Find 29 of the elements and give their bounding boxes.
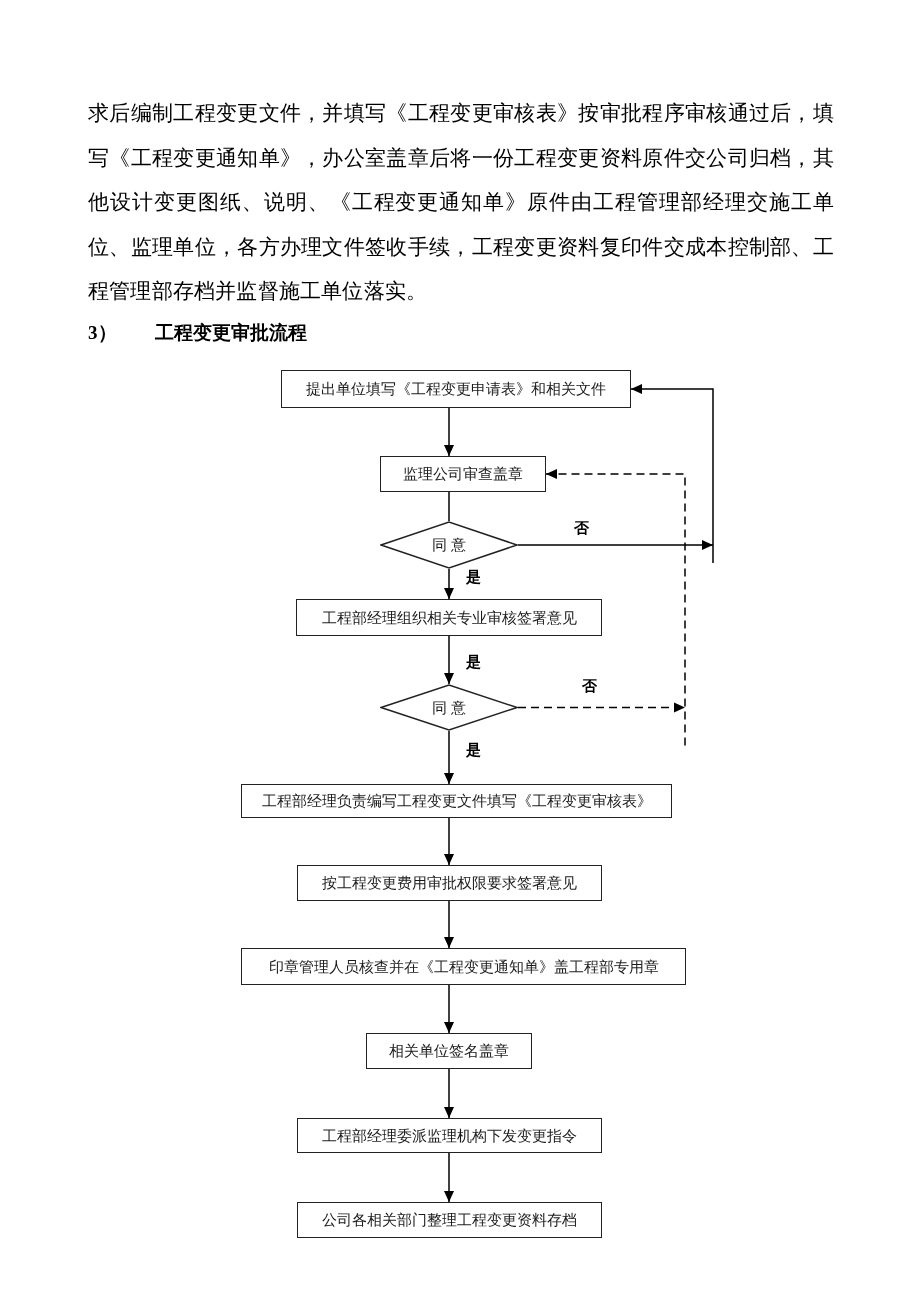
process-box: 工程部经理负责编写工程变更文件填写《工程变更审核表》 <box>241 784 672 818</box>
section-number: 3） <box>88 321 117 345</box>
edge-label: 是 <box>466 654 481 671</box>
arrow <box>444 568 454 600</box>
arrow <box>444 817 454 866</box>
connector-line <box>448 491 450 522</box>
section-heading: 工程变更审批流程 <box>155 321 307 345</box>
edge-label: 是 <box>466 569 481 586</box>
process-box: 公司各相关部门整理工程变更资料存档 <box>297 1202 602 1238</box>
process-box: 印章管理人员核查并在《工程变更通知单》盖工程部专用章 <box>241 948 686 985</box>
process-box: 监理公司审查盖章 <box>380 456 546 492</box>
process-box: 工程部经理委派监理机构下发变更指令 <box>297 1118 602 1153</box>
arrow <box>444 1152 454 1203</box>
edge-label: 否 <box>582 678 597 695</box>
arrow <box>444 730 454 785</box>
body-paragraph: 求后编制工程变更文件，并填写《工程变更审核表》按审批程序审核通过后，填写《工程变更通知单》，办公室盖章后将一份工程变更资料原件交公司归档，其他设计变更图纸、说明、《工程变更通知单》原件由工程管理部经理交施工单位、监理单位，各方办理文件签收手续，工程变更资料复印件交成本控制部、工程管理部存档并监督施工单位落实。 <box>88 100 834 305</box>
edge-label: 是 <box>466 742 481 759</box>
decision-diamond: 同 意 <box>380 684 518 731</box>
process-box: 工程部经理组织相关专业审核签署意见 <box>296 599 602 636</box>
process-box: 相关单位签名盖章 <box>366 1033 532 1069</box>
process-box: 提出单位填写《工程变更申请表》和相关文件 <box>281 370 631 408</box>
edge-label: 否 <box>574 520 589 537</box>
arrow <box>444 635 454 685</box>
arrow <box>444 984 454 1034</box>
arrow <box>444 1068 454 1119</box>
arrow <box>444 407 454 457</box>
decision-diamond: 同 意 <box>380 521 518 569</box>
arrow <box>444 900 454 949</box>
process-box: 按工程变更费用审批权限要求签署意见 <box>297 865 602 901</box>
